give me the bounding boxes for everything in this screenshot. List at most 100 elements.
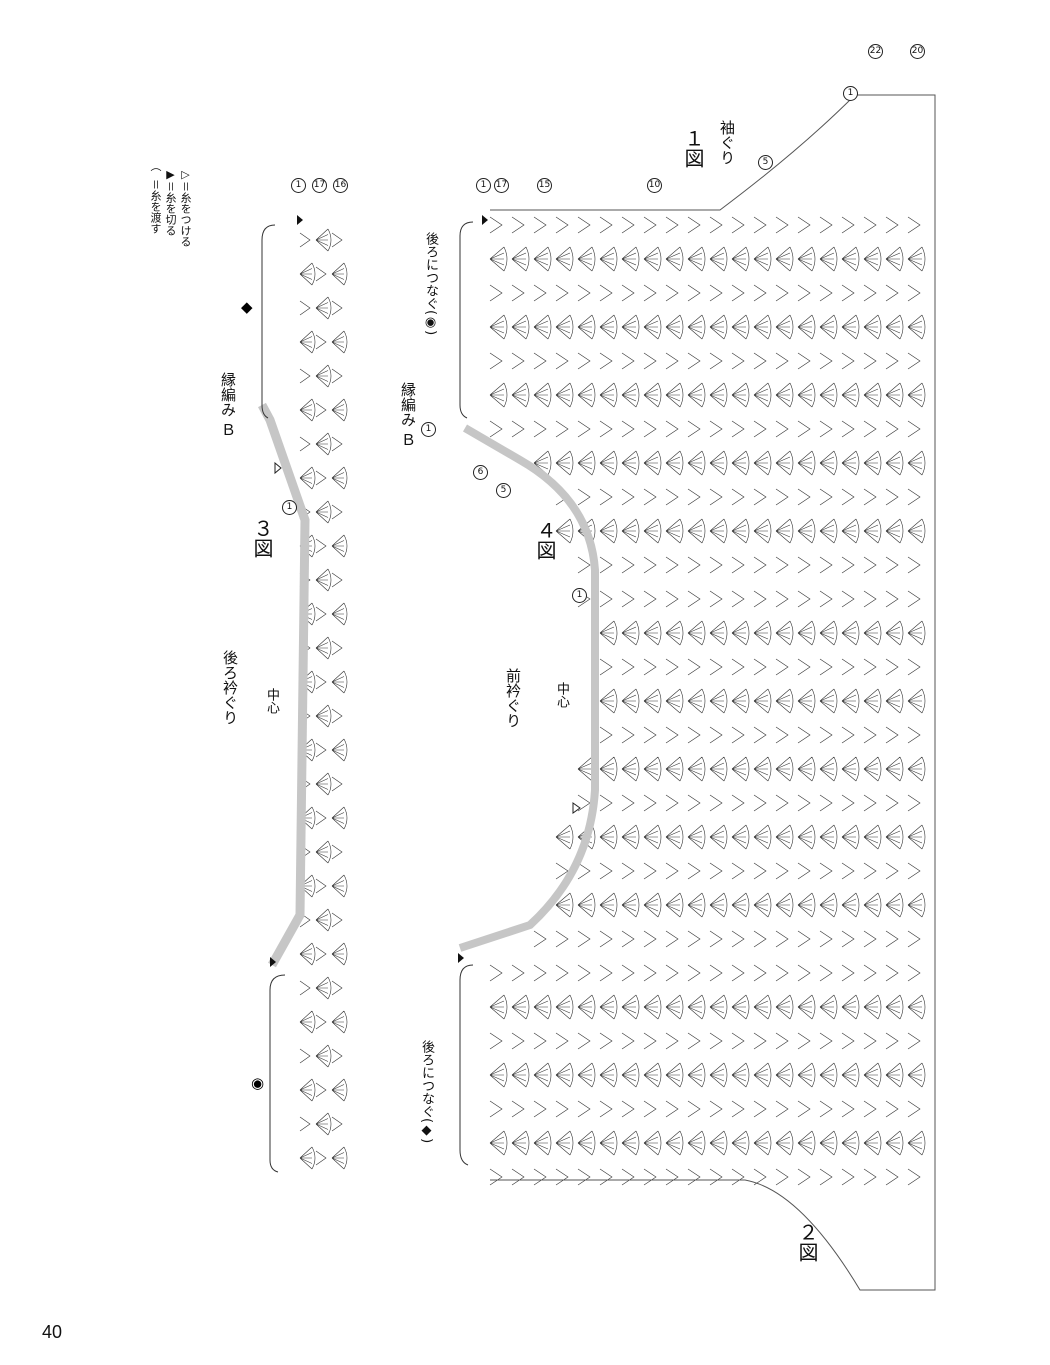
v-stitch [907, 726, 921, 744]
join-back-circle-label: 後ろにつなぐ(◉) [423, 232, 438, 336]
v-stitch [819, 794, 833, 812]
v-stitch [907, 590, 921, 608]
v-stitch [863, 216, 877, 234]
shell-stitch [533, 246, 552, 272]
v-stitch [533, 1100, 547, 1118]
shell-stitch [331, 398, 348, 422]
shell-stitch [687, 382, 706, 408]
v-stitch [819, 590, 833, 608]
shell-stitch [315, 296, 332, 320]
shell-stitch [885, 1130, 904, 1156]
shell-stitch [599, 824, 618, 850]
shell-stitch [709, 994, 728, 1020]
shell-stitch [299, 398, 316, 422]
shell-stitch [331, 874, 348, 898]
legend-row: ▶＝糸を切る [163, 168, 178, 247]
circle-marker: ◉ [251, 1074, 264, 1092]
v-stitch [731, 794, 745, 812]
v-stitch [753, 794, 767, 812]
shell-stitch [775, 382, 794, 408]
v-stitch [907, 352, 921, 370]
shell-stitch [331, 330, 348, 354]
v-stitch [907, 1032, 921, 1050]
shell-stitch [577, 892, 596, 918]
v-stitch [907, 1100, 921, 1118]
v-stitch [841, 862, 855, 880]
shell-stitch [599, 756, 618, 782]
shell-stitch [599, 450, 618, 476]
v-stitch [511, 964, 525, 982]
shell-stitch [753, 518, 772, 544]
shell-stitch [621, 688, 640, 714]
shell-stitch [797, 1130, 816, 1156]
shell-stitch [775, 246, 794, 272]
v-stitch [687, 216, 701, 234]
v-stitch [511, 1168, 525, 1186]
shell-stitch [863, 382, 882, 408]
v-stitch [643, 1168, 657, 1186]
legend-text: ＝糸をつける [179, 181, 192, 247]
v-stitch [315, 538, 327, 554]
shell-stitch [907, 246, 926, 272]
v-stitch [621, 1100, 635, 1118]
shell-stitch [599, 1130, 618, 1156]
shell-stitch [511, 314, 530, 340]
v-stitch [331, 504, 343, 520]
v-stitch [753, 726, 767, 744]
v-stitch [797, 1032, 811, 1050]
shell-stitch [907, 382, 926, 408]
v-stitch [731, 352, 745, 370]
v-stitch [863, 794, 877, 812]
v-stitch [731, 1168, 745, 1186]
shell-stitch [731, 382, 750, 408]
v-stitch [819, 420, 833, 438]
shell-stitch [331, 262, 348, 286]
v-stitch [331, 572, 343, 588]
legend-text: ＝糸を渡す [149, 179, 162, 234]
v-stitch [621, 658, 635, 676]
shell-stitch [753, 688, 772, 714]
v-stitch [621, 1032, 635, 1050]
shell-stitch [819, 314, 838, 340]
shell-stitch [489, 382, 508, 408]
shell-stitch [555, 518, 574, 544]
v-stitch [841, 284, 855, 302]
v-stitch [599, 1100, 613, 1118]
shell-stitch [665, 756, 684, 782]
v-stitch [489, 1168, 503, 1186]
v-stitch [687, 420, 701, 438]
shell-stitch [621, 382, 640, 408]
shell-stitch [753, 824, 772, 850]
shell-stitch [885, 688, 904, 714]
v-stitch [331, 980, 343, 996]
v-stitch [885, 726, 899, 744]
v-stitch [599, 964, 613, 982]
diamond-marker: ◆ [241, 298, 253, 316]
shell-stitch [555, 994, 574, 1020]
shell-stitch [643, 688, 662, 714]
shell-stitch [331, 670, 348, 694]
shell-stitch [315, 364, 332, 388]
row-number: 1 [476, 178, 491, 193]
v-stitch [819, 862, 833, 880]
v-stitch [577, 284, 591, 302]
fig3-center-label: 中心 [264, 688, 279, 714]
v-stitch [555, 1100, 569, 1118]
v-stitch [511, 216, 525, 234]
v-stitch [753, 216, 767, 234]
v-stitch [511, 352, 525, 370]
v-stitch [775, 1168, 789, 1186]
shell-stitch [841, 382, 860, 408]
shell-stitch [775, 450, 794, 476]
shell-stitch [331, 534, 348, 558]
v-stitch [885, 794, 899, 812]
shell-stitch [709, 518, 728, 544]
row-number: 5 [496, 483, 511, 498]
v-stitch [775, 556, 789, 574]
v-stitch [709, 284, 723, 302]
v-stitch [841, 1032, 855, 1050]
v-stitch [621, 352, 635, 370]
v-stitch [665, 216, 679, 234]
shell-stitch [555, 1130, 574, 1156]
shell-stitch [863, 1062, 882, 1088]
